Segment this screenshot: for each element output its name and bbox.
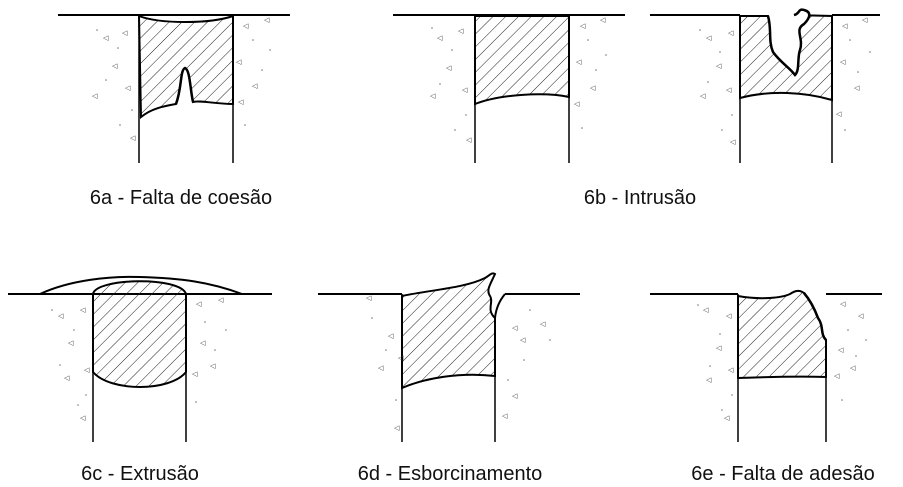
sand-dots — [431, 27, 607, 131]
svg-text:◁: ◁ — [726, 87, 732, 94]
sealant-body — [474, 15, 570, 106]
sand-dots — [371, 309, 551, 401]
svg-text:◁: ◁ — [706, 35, 712, 42]
svg-text:◁: ◁ — [252, 83, 258, 90]
aggregate-texture: ◁ ◁ ◁ ◁ ◁ ◁ ◁ ◁ ◁ ◁ ◁ — [92, 17, 270, 142]
svg-text:◁: ◁ — [238, 99, 244, 106]
svg-text:◁: ◁ — [540, 321, 546, 328]
svg-text:◁: ◁ — [520, 337, 526, 344]
svg-text:◁: ◁ — [210, 363, 216, 370]
svg-text:◁: ◁ — [192, 371, 198, 378]
svg-text:◁: ◁ — [576, 59, 582, 66]
svg-text:◁: ◁ — [462, 87, 468, 94]
svg-text:◁: ◁ — [512, 325, 518, 332]
svg-text:◁: ◁ — [840, 301, 846, 308]
svg-text:◁: ◁ — [728, 30, 734, 37]
svg-text:◁: ◁ — [724, 415, 730, 422]
adhesion-gap — [803, 292, 827, 341]
extrusion-overflow — [39, 275, 243, 295]
svg-text:◁: ◁ — [700, 93, 706, 100]
svg-text:◁: ◁ — [122, 30, 128, 37]
svg-text:◁: ◁ — [264, 17, 270, 24]
svg-text:◁: ◁ — [80, 307, 86, 314]
svg-text:◁: ◁ — [842, 23, 848, 30]
panel-6a: ◁ ◁ ◁ ◁ ◁ ◁ ◁ ◁ ◁ ◁ ◁ 6a - Falta de coesão — [58, 14, 290, 209]
svg-text:◁: ◁ — [726, 313, 732, 320]
svg-text:◁: ◁ — [243, 23, 249, 30]
panel-6b-left: ◁ ◁ ◁ ◁ ◁ ◁ ◁ ◁ ◁ ◁ ◁ — [393, 14, 625, 163]
sand-dots — [96, 29, 271, 126]
svg-text:◁: ◁ — [502, 413, 508, 420]
svg-text:◁: ◁ — [840, 59, 846, 66]
svg-text:◁: ◁ — [394, 425, 400, 432]
caption-6a: 6a - Falta de coesão — [90, 187, 272, 209]
svg-text:◁: ◁ — [398, 355, 404, 362]
svg-text:◁: ◁ — [834, 373, 840, 380]
panel-6b-right: ◁ ◁ ◁ ◁ ◁ ◁ ◁ ◁ ◁ ◁ ◁ — [650, 8, 880, 163]
svg-text:◁: ◁ — [716, 63, 722, 70]
svg-text:◁: ◁ — [728, 367, 734, 374]
svg-text:◁: ◁ — [466, 137, 472, 144]
panel-6e: ◁ ◁ ◁ ◁ ◁ ◁ ◁ ◁ ◁ ◁ ◁ 6e - Falta de adesão — [650, 289, 882, 485]
cohesion-crack — [174, 66, 195, 105]
svg-text:◁: ◁ — [580, 23, 586, 30]
panel-6c: ◁ ◁ ◁ ◁ ◁ ◁ ◁ ◁ ◁ ◁ ◁ 6c - Extrusão — [8, 275, 272, 485]
svg-text:◁: ◁ — [125, 85, 131, 92]
svg-text:◁: ◁ — [437, 35, 443, 42]
svg-text:◁: ◁ — [80, 415, 86, 422]
svg-text:◁: ◁ — [574, 101, 580, 108]
svg-text:◁: ◁ — [112, 63, 118, 70]
svg-text:◁: ◁ — [600, 17, 606, 24]
svg-text:◁: ◁ — [103, 35, 109, 42]
svg-text:◁: ◁ — [858, 313, 864, 320]
sand-dots — [699, 29, 871, 131]
caption-6b: 6b - Intrusão — [584, 187, 696, 209]
svg-text:◁: ◁ — [862, 17, 868, 24]
svg-text:◁: ◁ — [68, 340, 74, 347]
svg-text:◁: ◁ — [130, 135, 136, 142]
svg-text:◁: ◁ — [84, 367, 90, 374]
aggregate-texture: ◁ ◁ ◁ ◁ ◁ ◁ ◁ ◁ ◁ ◁ ◁ — [430, 17, 606, 144]
sand-dots — [51, 309, 227, 406]
svg-text:◁: ◁ — [366, 295, 372, 302]
svg-text:◁: ◁ — [838, 347, 844, 354]
aggregate-texture: ◁ ◁ ◁ ◁ ◁ ◁ ◁ ◁ ◁ ◁ ◁ — [703, 301, 864, 422]
panel-6d: ◁◁◁ ◁◁ ◁◁◁ ◁◁ 6d - Esborcinamento — [318, 272, 580, 485]
svg-text:◁: ◁ — [703, 307, 709, 314]
sealant-body — [92, 280, 187, 388]
svg-text:◁: ◁ — [378, 365, 384, 372]
svg-text:◁: ◁ — [854, 85, 860, 92]
svg-text:◁: ◁ — [200, 340, 206, 347]
svg-text:◁: ◁ — [236, 59, 242, 66]
caption-6e: 6e - Falta de adesão — [691, 463, 874, 485]
sand-dots — [697, 304, 867, 411]
caption-6c: 6c - Extrusão — [81, 463, 199, 485]
svg-text:◁: ◁ — [388, 333, 394, 340]
svg-text:◁: ◁ — [446, 65, 452, 72]
svg-text:◁: ◁ — [92, 93, 98, 100]
svg-text:◁: ◁ — [218, 297, 224, 304]
svg-text:◁: ◁ — [730, 139, 736, 146]
svg-text:◁: ◁ — [512, 393, 518, 400]
caption-6d: 6d - Esborcinamento — [358, 463, 543, 485]
aggregate-texture: ◁◁◁ ◁◁ ◁◁◁ ◁◁ — [366, 295, 546, 432]
svg-text:◁: ◁ — [458, 28, 464, 35]
svg-text:◁: ◁ — [58, 313, 64, 320]
sealant-body — [137, 14, 234, 120]
svg-text:◁: ◁ — [430, 93, 436, 100]
svg-text:◁: ◁ — [590, 85, 596, 92]
svg-text:◁: ◁ — [836, 111, 842, 118]
aggregate-texture: ◁ ◁ ◁ ◁ ◁ ◁ ◁ ◁ ◁ ◁ ◁ — [700, 17, 868, 146]
intrusion-void — [766, 8, 811, 77]
spalled-edge — [494, 293, 506, 319]
svg-text:◁: ◁ — [706, 377, 712, 384]
sealant-body — [401, 272, 497, 390]
svg-text:◁: ◁ — [64, 375, 70, 382]
svg-text:◁: ◁ — [850, 365, 856, 372]
svg-text:◁: ◁ — [196, 301, 202, 308]
aggregate-texture: ◁ ◁ ◁ ◁ ◁ ◁ ◁ ◁ ◁ ◁ ◁ — [58, 297, 224, 422]
svg-text:◁: ◁ — [716, 345, 722, 352]
